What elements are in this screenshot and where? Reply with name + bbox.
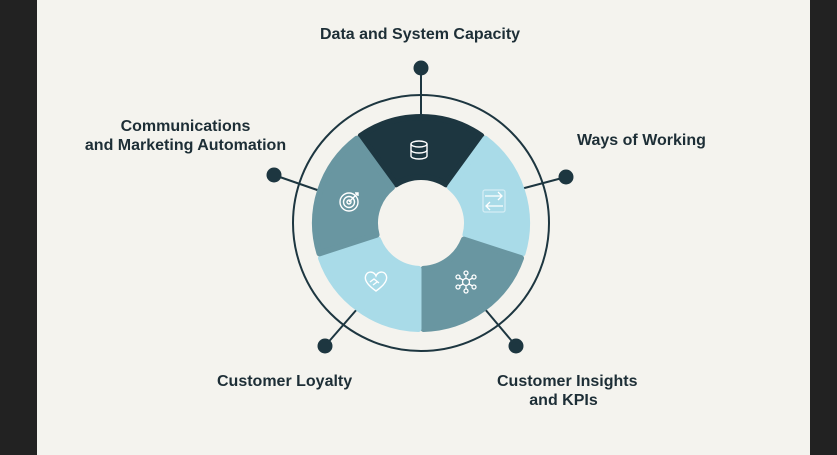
dot-insights: [508, 338, 524, 354]
segment-comms: [312, 135, 395, 257]
dot-loyalty: [317, 338, 333, 354]
label-customer-loyalty: Customer Loyalty: [217, 373, 353, 390]
label-ways-of-working: Ways of Working: [577, 132, 706, 149]
label-customer-insights-line2: and KPIs: [529, 392, 598, 409]
label-communications-line2: and Marketing Automation: [84, 137, 287, 154]
target-icon: [339, 192, 359, 212]
dot-comms: [266, 167, 282, 183]
connector-loyalty: [324, 307, 359, 347]
label-communications-line1: Communications: [120, 118, 251, 135]
segment-loyalty: [317, 236, 422, 332]
segment-insights: [420, 236, 525, 332]
label-customer-insights-line1: Customer Insights: [497, 373, 638, 390]
network-icon: [455, 270, 477, 294]
label-data-system-capacity: Data and System Capacity: [320, 26, 521, 43]
connector-ways: [516, 176, 567, 191]
connector-insights: [483, 307, 517, 347]
connector-comms: [273, 174, 324, 193]
database-icon: [410, 140, 428, 160]
dot-ways: [558, 169, 574, 185]
label-customer-insights: Customer Insights and KPIs: [497, 372, 638, 410]
segment-data: [357, 114, 485, 188]
diagram-canvas: Data and System Capacity Ways of Working…: [37, 0, 810, 455]
swap-arrows-icon: [482, 189, 506, 213]
label-communications: Communications and Marketing Automation: [84, 117, 287, 155]
heart-handshake-icon: [364, 271, 388, 292]
dot-data: [413, 60, 429, 76]
